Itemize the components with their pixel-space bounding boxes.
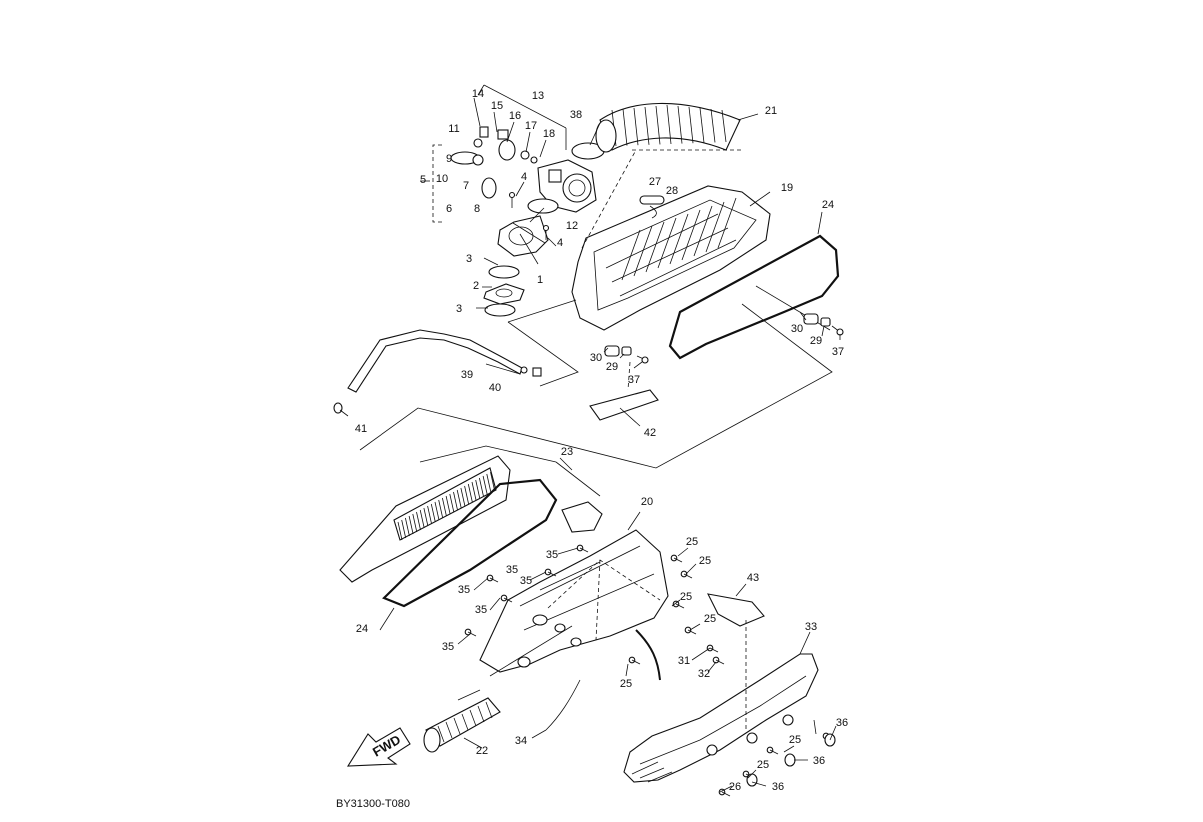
callout-8: 8 (474, 203, 480, 215)
callout-37: 37 (832, 346, 844, 358)
callout-39: 39 (461, 369, 473, 381)
callout-3: 3 (466, 253, 472, 265)
callout-36: 36 (772, 781, 784, 793)
callout-6: 6 (446, 203, 452, 215)
cover-part (707, 593, 765, 627)
callout-23: 23 (561, 446, 573, 458)
callout-29: 29 (606, 361, 618, 373)
lower-intake-duct (423, 697, 501, 753)
callout-26: 26 (729, 781, 741, 793)
sealing-gasket-lower (382, 478, 558, 608)
callout-28: 28 (666, 185, 678, 197)
callout-19: 19 (781, 182, 793, 194)
callout-35: 35 (546, 549, 558, 561)
air-filter-frame (339, 445, 601, 583)
callout-24: 24 (356, 623, 368, 635)
callout-4: 4 (557, 237, 563, 249)
intake-duct (595, 102, 741, 153)
forward-direction-arrow: FWD (346, 727, 411, 767)
sealing-gasket-upper (668, 234, 840, 360)
callout-25: 25 (620, 678, 632, 690)
callout-34: 34 (515, 735, 527, 747)
air-filter-element (589, 389, 659, 421)
callout-41: 41 (355, 423, 367, 435)
callout-21: 21 (765, 105, 777, 117)
callout-33: 33 (805, 621, 817, 633)
callout-36: 36 (813, 755, 825, 767)
throttle-body-group (420, 84, 605, 317)
callout-18: 18 (543, 128, 555, 140)
breather-hose (333, 329, 542, 414)
callout-25: 25 (757, 759, 769, 771)
callout-3: 3 (456, 303, 462, 315)
grommet-collar-bolt-sets (604, 313, 844, 391)
callout-7: 7 (463, 180, 469, 192)
diagram-code: BY31300-T080 (336, 798, 410, 810)
callout-10: 10 (436, 173, 448, 185)
callout-30: 30 (791, 323, 803, 335)
callout-2: 2 (473, 280, 479, 292)
callout-1: 1 (537, 274, 543, 286)
callout-24: 24 (822, 199, 834, 211)
callout-11: 11 (448, 123, 459, 135)
callout-37: 37 (628, 374, 640, 386)
callout-43: 43 (747, 572, 759, 584)
leader-lines (339, 97, 841, 793)
callout-17: 17 (525, 120, 537, 132)
callout-35: 35 (506, 564, 518, 576)
callout-22: 22 (476, 745, 488, 757)
callout-14: 14 (472, 88, 484, 100)
air-cleaner-upper-case (571, 149, 771, 331)
callout-25: 25 (789, 734, 801, 746)
callout-20: 20 (641, 496, 653, 508)
callout-31: 31 (678, 655, 690, 667)
callout-5: 5 (420, 174, 426, 186)
callout-16: 16 (509, 110, 521, 122)
callout-12: 12 (566, 220, 578, 232)
callout-30: 30 (590, 352, 602, 364)
callout-29: 29 (810, 335, 822, 347)
callout-27: 27 (649, 176, 661, 188)
callout-25: 25 (680, 591, 692, 603)
callout-36: 36 (836, 717, 848, 729)
callout-38: 38 (570, 109, 582, 121)
callout-25: 25 (686, 536, 698, 548)
callout-42: 42 (644, 427, 656, 439)
side-cover (623, 620, 819, 783)
callout-35: 35 (520, 575, 532, 587)
callout-35: 35 (458, 584, 470, 596)
callout-35: 35 (442, 641, 454, 653)
callout-15: 15 (491, 100, 503, 112)
callout-4: 4 (521, 171, 527, 183)
callout-25: 25 (704, 613, 716, 625)
callout-13: 13 (532, 90, 544, 102)
air-cleaner-lower-case (479, 529, 669, 673)
callout-25: 25 (699, 555, 711, 567)
callout-32: 32 (698, 668, 710, 680)
callout-9: 9 (446, 153, 452, 165)
callout-40: 40 (489, 382, 501, 394)
callout-numbers: 1233445678910111213141516171819202122232… (355, 88, 848, 793)
drain-hose (635, 629, 661, 681)
callout-35: 35 (475, 604, 487, 616)
